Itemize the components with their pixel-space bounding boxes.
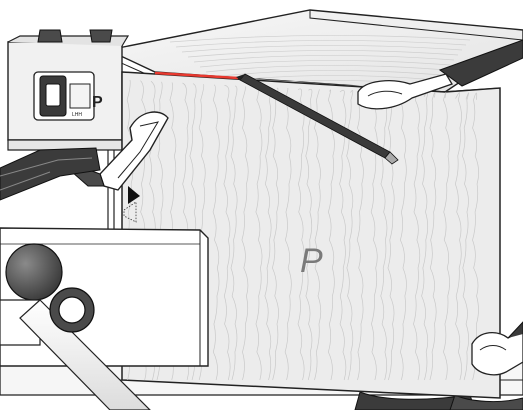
wood-grain-line [181,45,463,53]
wood-grain-line [241,86,249,381]
wood-grain-line [264,87,272,381]
wood-grain-line [223,85,231,381]
wood-grain-line [339,89,347,381]
wood-grain-line [284,88,292,381]
wood-grain-line [399,91,407,381]
wood-grain-line [429,92,437,381]
wood-grain-line [462,92,469,381]
pencil [236,73,399,165]
wood-grain-line [272,87,279,381]
jig-small-text: LHH [72,112,82,118]
wood-grain-line [169,35,471,43]
wood-grain-line [443,92,450,381]
pencil-line [154,71,239,80]
wood-grain-line [305,88,313,381]
panel-marking: P [300,242,323,280]
wood-grain-line [187,50,459,58]
wood-grain-line [175,40,467,48]
wood-grain-line [205,65,447,73]
wood-grain-line [387,91,395,381]
wood-grain-line [472,92,480,381]
wood-grain-line [413,91,421,381]
wood-grain-line [314,89,322,381]
wood-grain-line [370,90,378,381]
right-edge-clamp [471,321,523,376]
clamp-rod [19,299,151,410]
wood-grain-line [454,92,462,381]
left-clamp-arm [0,147,101,201]
alignment-marker [123,186,140,223]
wood-grain-line [297,88,305,381]
wood-grain-line [421,91,429,381]
wood-grain-line [193,55,455,63]
wood-grain-line [380,90,388,381]
drilling-jig: P LHH [7,29,130,240]
jig-marking: P [92,94,103,111]
base-block [0,227,209,410]
wood-grain-line [356,90,364,381]
wood-grain-line [255,86,263,381]
wood-grain-line [346,90,354,381]
clamp-knob [5,243,63,301]
wood-grain-line [211,70,443,78]
wood-grain-line [199,60,451,68]
right-top-clamp [357,39,523,110]
wood-grain-line [230,85,238,381]
wood-grain-line [212,84,220,381]
